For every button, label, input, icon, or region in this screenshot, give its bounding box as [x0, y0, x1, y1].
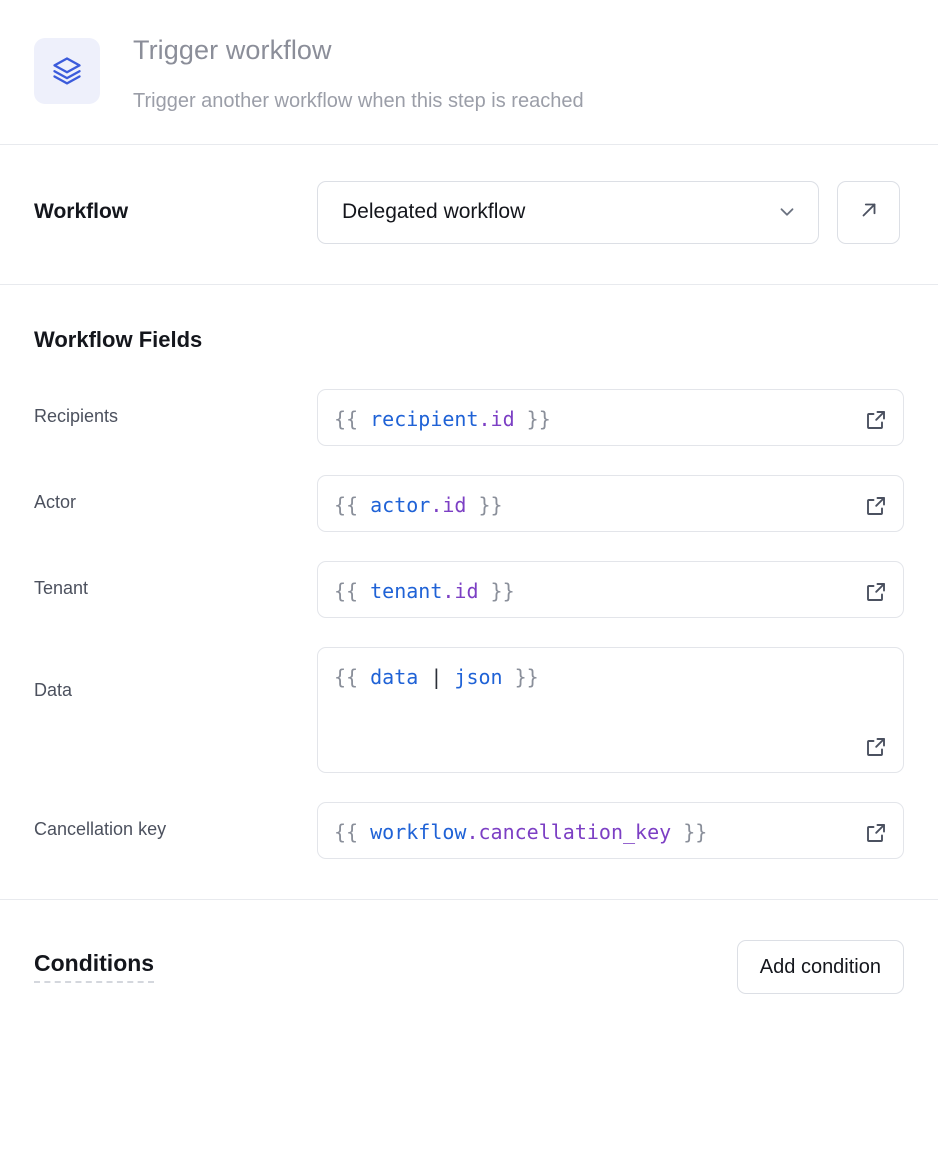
workflow-label: Workflow [34, 200, 129, 224]
field-label: Actor [34, 491, 77, 512]
field-row: Actor {{ actor.id }} [34, 474, 904, 532]
layers-stack-icon [34, 38, 100, 104]
field-value: {{ data | json }} [334, 664, 539, 689]
page-title: Trigger workflow [133, 35, 332, 65]
field-input[interactable]: {{ tenant.id }} [317, 560, 904, 618]
field-label: Cancellation key [34, 818, 167, 839]
arrow-up-right-icon [858, 199, 880, 226]
open-workflow-button[interactable] [837, 180, 900, 244]
divider-fields [0, 898, 938, 900]
field-input[interactable]: {{ recipient.id }} [317, 388, 904, 446]
field-input[interactable]: {{ actor.id }} [317, 474, 904, 532]
field-row: Recipients {{ recipient.id }} [34, 388, 904, 446]
field-label: Data [34, 679, 73, 700]
field-input[interactable]: {{ workflow.cancellation_key }} [317, 801, 904, 859]
workflow-select[interactable]: Delegated workflow [317, 180, 819, 244]
chevron-down-icon [776, 201, 798, 223]
panel-header: Trigger workflow Trigger another workflo… [0, 0, 938, 144]
workflow-fields-list: Recipients {{ recipient.id }} Actor {{ acto… [34, 388, 904, 859]
field-value: {{ actor.id }} [334, 492, 503, 517]
external-link-icon[interactable] [863, 820, 889, 846]
external-link-icon[interactable] [863, 734, 889, 760]
conditions-section: Conditions Add condition [0, 900, 938, 1024]
field-input[interactable]: {{ data | json }} [317, 646, 904, 773]
workflow-select-wrap: Delegated workflow [317, 180, 904, 244]
field-row: Cancellation key {{ workflow.cancellation… [34, 801, 904, 859]
field-label: Tenant [34, 577, 89, 598]
conditions-title: Conditions [34, 950, 155, 984]
divider-workflow [0, 283, 938, 285]
workflow-select-value: Delegated workflow [342, 200, 526, 224]
field-label: Recipients [34, 405, 119, 426]
workflow-fields-title: Workflow Fields [34, 326, 203, 352]
field-row: Tenant {{ tenant.id }} [34, 560, 904, 618]
workflow-section: Workflow Delegated workflow [0, 145, 938, 284]
external-link-icon[interactable] [863, 493, 889, 519]
field-value: {{ workflow.cancellation_key }} [334, 819, 708, 844]
page-subtitle: Trigger another workflow when this step … [133, 89, 584, 112]
panel-header-text: Trigger workflow Trigger another workflo… [133, 32, 584, 114]
external-link-icon[interactable] [863, 579, 889, 605]
field-value: {{ tenant.id }} [334, 578, 515, 603]
add-condition-button[interactable]: Add condition [736, 939, 904, 994]
field-value: {{ recipient.id }} [334, 406, 551, 431]
external-link-icon[interactable] [863, 407, 889, 433]
field-row: Data {{ data | json }} [34, 646, 904, 773]
divider-header [0, 143, 938, 145]
workflow-fields-section: Workflow Fields Recipients {{ recipient.i… [0, 285, 938, 899]
